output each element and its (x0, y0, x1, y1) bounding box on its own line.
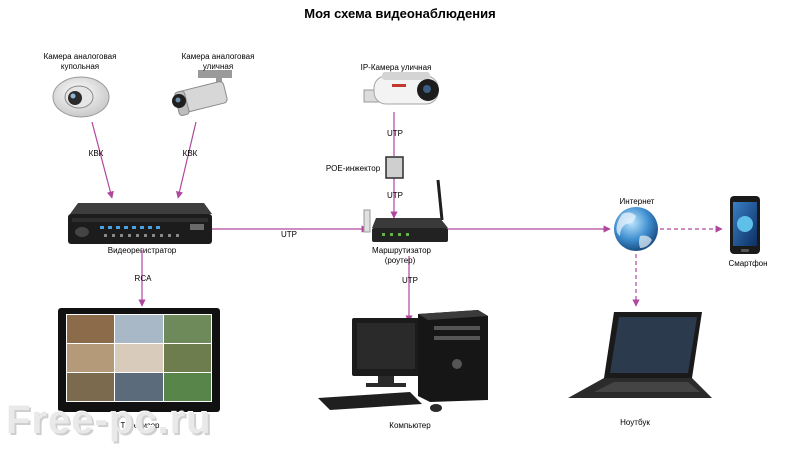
dvr-icon (68, 203, 212, 244)
link-label-kvk-dome: КВК (88, 149, 104, 158)
bullet-camera-icon (172, 70, 232, 117)
link-dome-dvr (91, 121, 114, 199)
label-tv: Телевизор (120, 421, 160, 430)
computer-icon (318, 310, 488, 412)
router-icon (363, 179, 448, 242)
laptop-icon (568, 312, 712, 398)
link-label-utp-ipcam: UTP (387, 129, 403, 138)
link-bullet-dvr (175, 121, 197, 199)
globe-icon (614, 207, 658, 251)
link-label-utp-dvr-router: UTP (281, 230, 297, 239)
link-label-rca: RCA (134, 274, 152, 283)
label-internet: Интернет (619, 197, 655, 206)
ip-camera-icon (363, 72, 439, 105)
smartphone-icon (730, 196, 760, 254)
label-computer: Компьютер (389, 421, 431, 430)
link-label-kvk-bullet: КВК (182, 149, 198, 158)
label-bullet-camera: Камера аналоговая уличная (181, 52, 255, 71)
page-title: Моя схема видеонаблюдения (304, 6, 496, 21)
label-smartphone: Смартфон (728, 259, 768, 268)
dome-camera-icon (52, 76, 110, 118)
label-dvr: Видеорегистратор (107, 246, 177, 255)
label-router: Маршрутизатор (роутер) (372, 246, 431, 265)
label-dome-camera: Камера аналоговая купольная (43, 52, 117, 71)
label-poe-injector: POE-инжектор (325, 164, 381, 173)
label-ip-camera: IP-Камера уличная (360, 63, 432, 72)
watermark: Free-pc.ru (6, 398, 212, 442)
connections (91, 112, 723, 323)
tv-icon (58, 308, 220, 412)
poe-injector-icon (385, 156, 404, 179)
link-label-utp-router-pc: UTP (402, 276, 418, 285)
link-label-utp-poe: UTP (387, 191, 403, 200)
label-laptop: Ноутбук (620, 418, 650, 427)
